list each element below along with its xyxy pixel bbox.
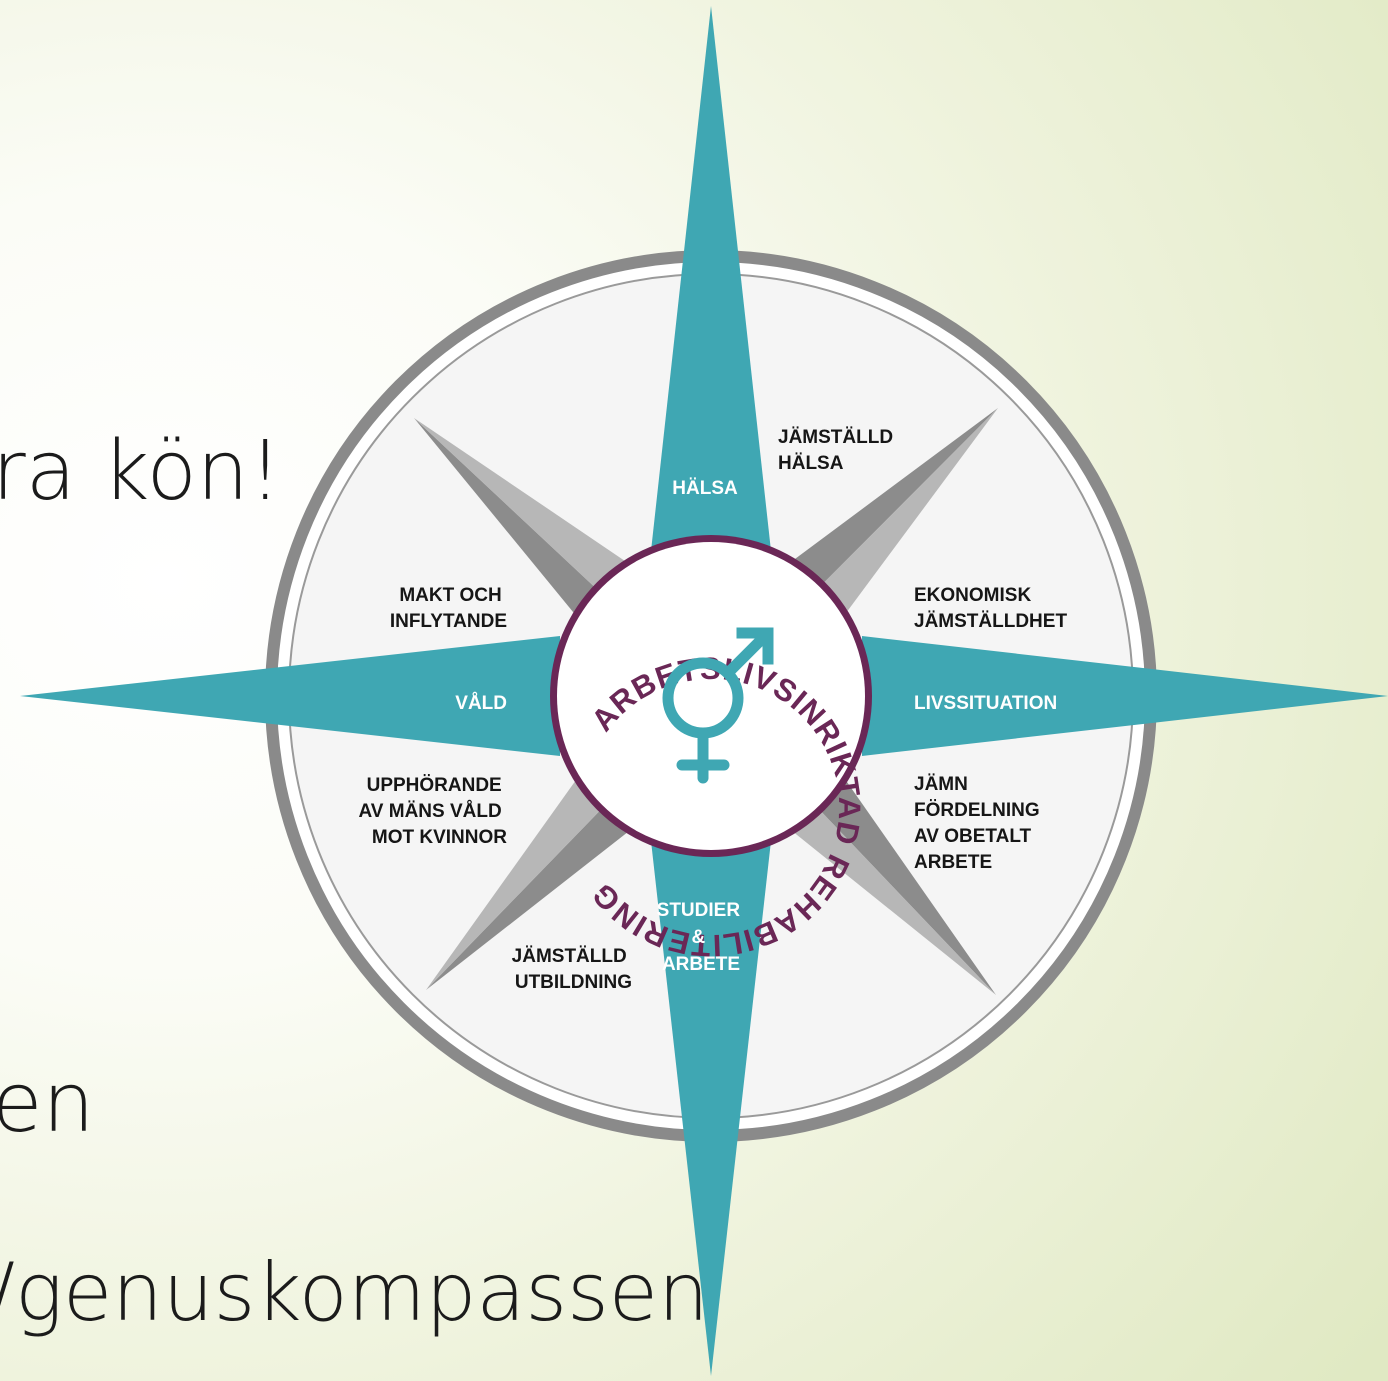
slide-text-line-2: en xyxy=(0,1056,95,1151)
label-jamstalld-halsa: JÄMSTÄLLD HÄLSA xyxy=(778,427,898,474)
ray-south xyxy=(650,832,772,1376)
label-vald: VÅLD xyxy=(455,693,507,714)
label-studier-arbete: STUDIER & ARBETE xyxy=(657,900,746,975)
label-makt-och-inflytande: MAKT OCH INFLYTANDE xyxy=(390,585,507,632)
ray-north xyxy=(650,6,772,560)
ray-west xyxy=(20,636,560,756)
gender-symbol-icon xyxy=(662,627,774,784)
slide-text-line-3: /genuskompassen xyxy=(0,1246,709,1339)
label-jamn-fordelning: JÄMN FÖRDELNING AV OBETALT ARBETE xyxy=(914,774,1045,873)
label-livssituation: LIVSSITUATION xyxy=(914,693,1057,714)
label-jamstalld-utbildning: JÄMSTÄLLD UTBILDNING xyxy=(512,946,632,993)
ray-east xyxy=(862,636,1388,756)
label-upphorande: UPPHÖRANDE AV MÄNS VÅLD MOT KVINNOR xyxy=(359,775,508,848)
slide-text-line-1: ra kön! xyxy=(0,424,282,519)
center-medallion xyxy=(557,542,865,850)
label-ekonomisk-jamstalldhet: EKONOMISK JÄMSTÄLLDHET xyxy=(914,585,1067,632)
main-rays xyxy=(20,6,1388,1376)
label-halsa: HÄLSA xyxy=(672,478,738,499)
